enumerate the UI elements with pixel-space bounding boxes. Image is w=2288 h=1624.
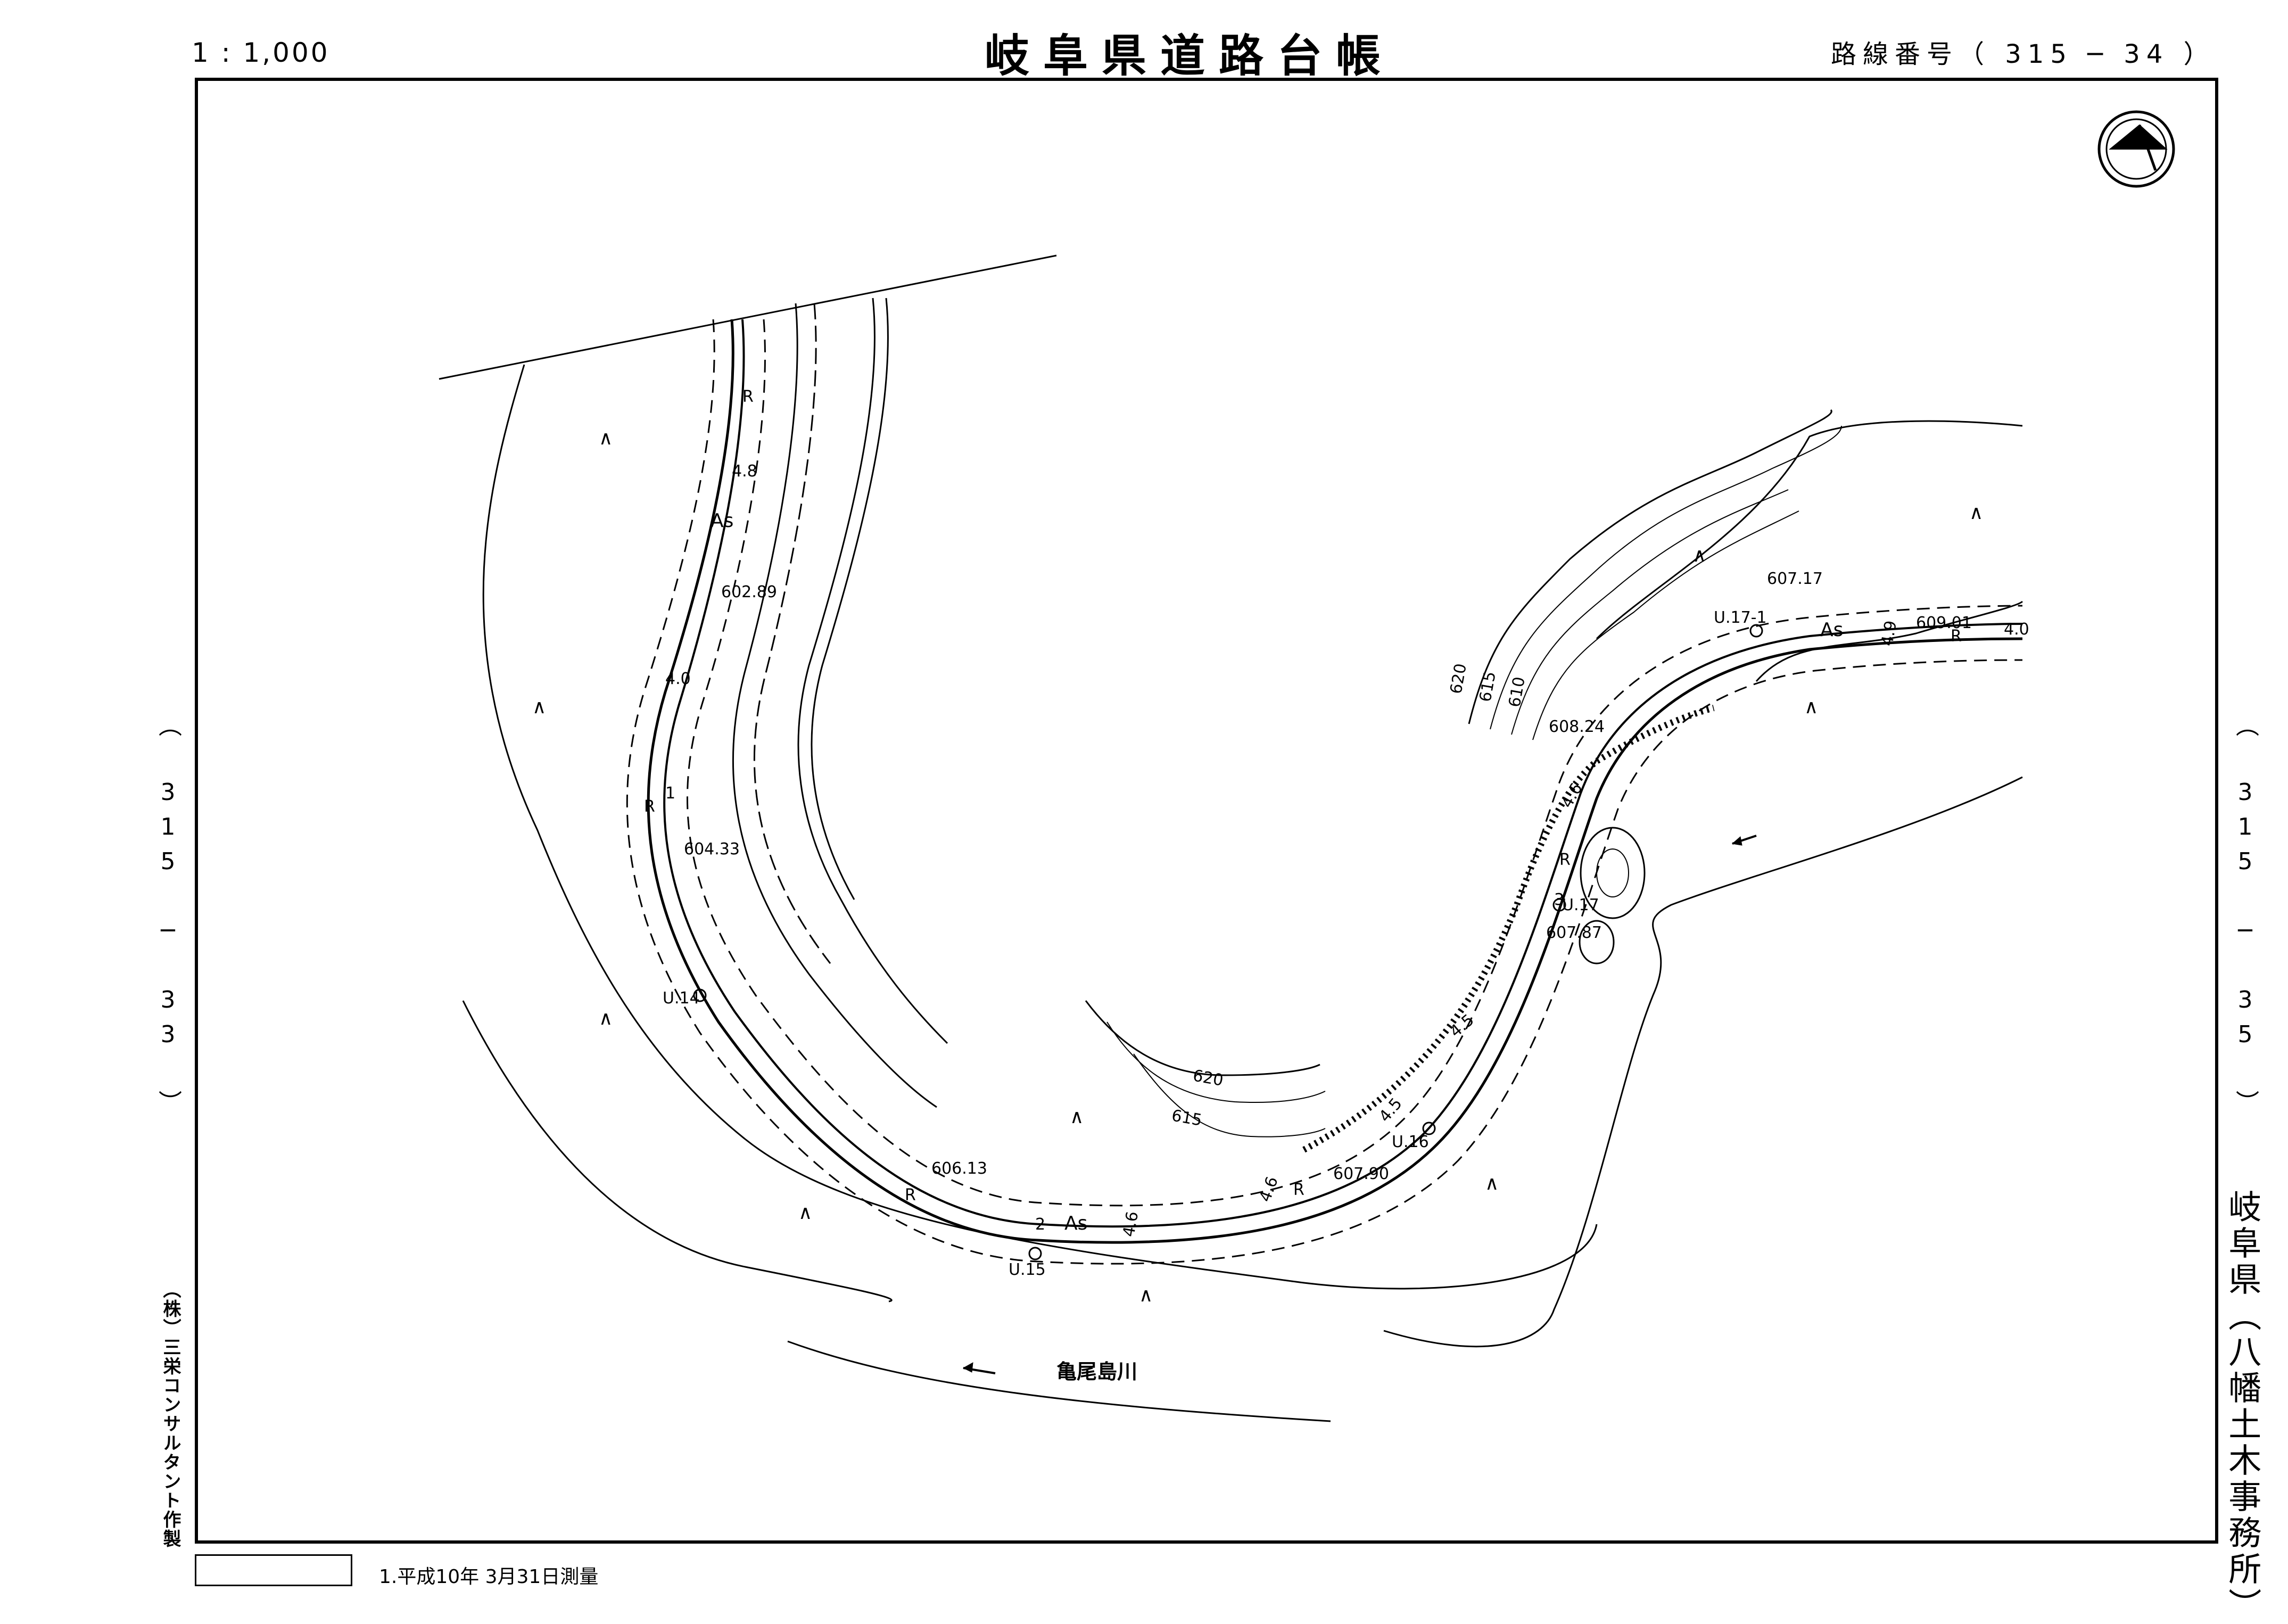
utility-label: U.17 [1562, 896, 1599, 914]
adjacent-sheet-right: （ 315 ─ 35 ） [2232, 713, 2259, 1121]
utility-pole [1552, 898, 1566, 912]
terrain-outline [462, 1000, 893, 1303]
contour-line [1468, 409, 1832, 724]
retaining-wall [797, 298, 948, 1044]
utility-label: U.16 [1392, 1133, 1429, 1151]
route-marker: 1 [665, 784, 675, 803]
utility-label: U.15 [1009, 1260, 1046, 1279]
contour-label: 620 [1192, 1066, 1225, 1090]
page-title: 岐阜県道路台帳 [985, 30, 1395, 82]
width-label: 4.6 [1119, 1210, 1142, 1238]
elevation-label: 607.90 [1333, 1165, 1389, 1183]
contour-label: 610 [1505, 675, 1529, 708]
adjacent-sheet-left: （ 315 ─ 33 ） [154, 713, 181, 1121]
pavement-label: As [711, 510, 733, 532]
legend-box [195, 1554, 352, 1586]
flow-arrow-icon [962, 1362, 996, 1374]
width-label: 4.9 [1878, 619, 1901, 647]
survey-note: 1.平成10年 3月31日測量 [379, 1566, 599, 1588]
office-name: 岐阜県（八幡土木事務所） [2223, 1190, 2262, 1624]
river-label: 亀尾島川 [1056, 1360, 1137, 1383]
route-marker: 3 [1554, 891, 1564, 909]
terrain-outline [1596, 420, 2023, 640]
pavement-label: As [1064, 1213, 1087, 1234]
vegetation-mark: ∧ [1969, 502, 1983, 524]
contour-line [1133, 1053, 1326, 1137]
river-bank [1383, 776, 2023, 1348]
river-bank [787, 1340, 1331, 1422]
river-rock [1580, 827, 1646, 919]
map-scale: 1 : 1,000 [192, 37, 330, 68]
elevation-label: 608.24 [1549, 718, 1605, 736]
road-marker: R [1559, 851, 1571, 869]
utility-pole [693, 988, 707, 1002]
road-marker: R [1951, 627, 1962, 646]
road-marker: R [905, 1186, 916, 1205]
road-edge-outer [647, 319, 2023, 1244]
vegetation-mark: ∧ [532, 696, 546, 718]
contour-line [1106, 1021, 1326, 1103]
vegetation-mark: ∧ [1485, 1173, 1499, 1194]
elevation-label: 609.01 [1916, 614, 1972, 632]
flow-arrow-icon [1731, 835, 1757, 846]
contour-line [1532, 510, 1799, 740]
boundary-line [439, 254, 1057, 380]
elevation-label: 607.87 [1546, 924, 1602, 942]
width-label: 4.6 [1558, 780, 1587, 811]
road-marker: R [742, 388, 754, 406]
elevation-label: 607.17 [1767, 570, 1823, 588]
river-rock [1596, 848, 1629, 897]
vegetation-mark: ∧ [1070, 1106, 1084, 1128]
pavement-label: As [1820, 619, 1843, 641]
contour-label: 620 [1447, 662, 1470, 695]
elevation-label: 602.89 [721, 583, 777, 601]
maker-credit: （株）三栄コンサルタント作製 [160, 1280, 181, 1548]
retaining-wall [732, 303, 937, 1108]
width-label: 4.8 [732, 462, 757, 481]
width-label: 4.0 [665, 670, 691, 688]
contour-line [1085, 1000, 1320, 1076]
road-marker: R [644, 797, 655, 816]
contour-label: 615 [1476, 670, 1499, 703]
utility-pole [1422, 1122, 1436, 1135]
route-marker: 2 [1035, 1215, 1045, 1234]
retaining-wall [753, 303, 831, 964]
vegetation-mark: ∧ [1804, 696, 1818, 718]
elevation-label: 606.13 [931, 1159, 987, 1178]
road-marker: R [1293, 1181, 1304, 1199]
vegetation-mark: ∧ [1692, 545, 1706, 566]
width-label: 4.0 [2004, 620, 2029, 639]
road-shoulder [687, 319, 2023, 1207]
river-bank [1755, 600, 2023, 682]
north-arrow-icon [2097, 110, 2175, 188]
vegetation-mark: ∧ [599, 1008, 613, 1029]
route-number: 路線番号（ 315 ─ 34 ） [1831, 39, 2216, 69]
utility-label: U.17-1 [1714, 608, 1767, 627]
contour-line [1511, 489, 1789, 735]
utility-label: U.14 [663, 989, 700, 1008]
road-shoulder [626, 319, 2023, 1265]
retaining-wall [811, 298, 889, 900]
vegetation-mark: ∧ [1139, 1284, 1153, 1306]
utility-pole [1749, 624, 1763, 638]
river-rock [1579, 920, 1615, 964]
vegetation-mark: ∧ [599, 427, 613, 449]
width-label: 4.6 [1256, 1174, 1282, 1205]
terrain-outline [482, 364, 1598, 1290]
width-label: 4.5 [1447, 1011, 1478, 1041]
road-edge-inner [663, 319, 2023, 1228]
vegetation-mark: ∧ [798, 1202, 812, 1224]
map-frame [195, 78, 2218, 1544]
utility-pole [1028, 1247, 1042, 1260]
hatched-strip [1302, 705, 1715, 1153]
contour-line [1490, 425, 1842, 730]
contour-label: 615 [1170, 1106, 1203, 1130]
elevation-label: 604.33 [684, 840, 740, 859]
